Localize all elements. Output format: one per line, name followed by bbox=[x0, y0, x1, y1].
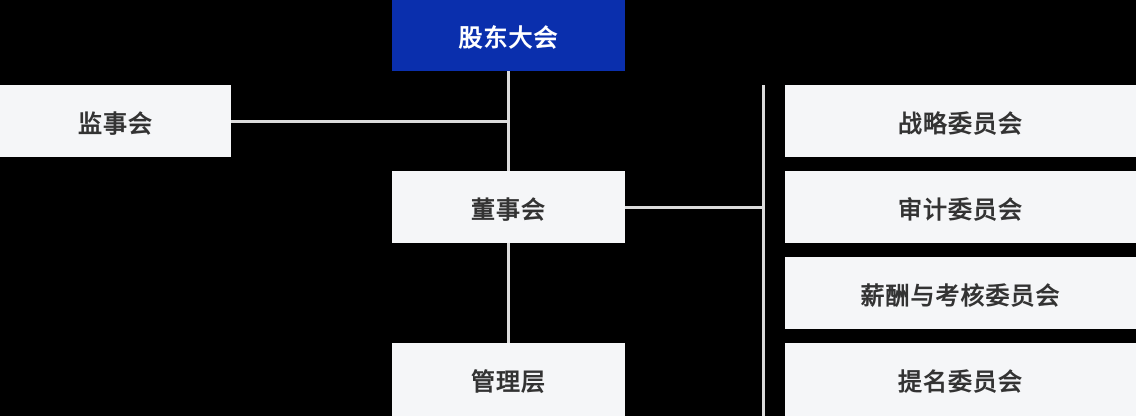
node-label: 管理层 bbox=[471, 369, 546, 396]
connector-board-management bbox=[507, 243, 510, 343]
node-label: 股东大会 bbox=[458, 25, 559, 52]
node-committee-audit: 审计委员会 bbox=[785, 171, 1136, 243]
node-label: 审计委员会 bbox=[898, 196, 1023, 224]
node-committee-remuneration-assessment: 薪酬与考核委员会 bbox=[785, 257, 1136, 329]
connector-board-committees bbox=[625, 206, 765, 209]
node-label: 提名委员会 bbox=[898, 369, 1023, 396]
node-committee-strategy: 战略委员会 bbox=[785, 85, 1136, 157]
node-label: 监事会 bbox=[78, 110, 153, 138]
node-board-of-directors: 董事会 bbox=[392, 171, 625, 243]
connector-supervisory-trunk bbox=[231, 120, 510, 123]
node-label: 薪酬与考核委员会 bbox=[860, 282, 1061, 310]
node-committee-nomination: 提名委员会 bbox=[785, 343, 1136, 416]
node-label: 战略委员会 bbox=[898, 110, 1023, 138]
node-label: 董事会 bbox=[471, 196, 546, 224]
node-shareholders-meeting: 股东大会 bbox=[392, 0, 625, 71]
node-management: 管理层 bbox=[392, 343, 625, 416]
connector-committees-trunk bbox=[762, 85, 765, 416]
node-supervisory-board: 监事会 bbox=[0, 85, 231, 157]
